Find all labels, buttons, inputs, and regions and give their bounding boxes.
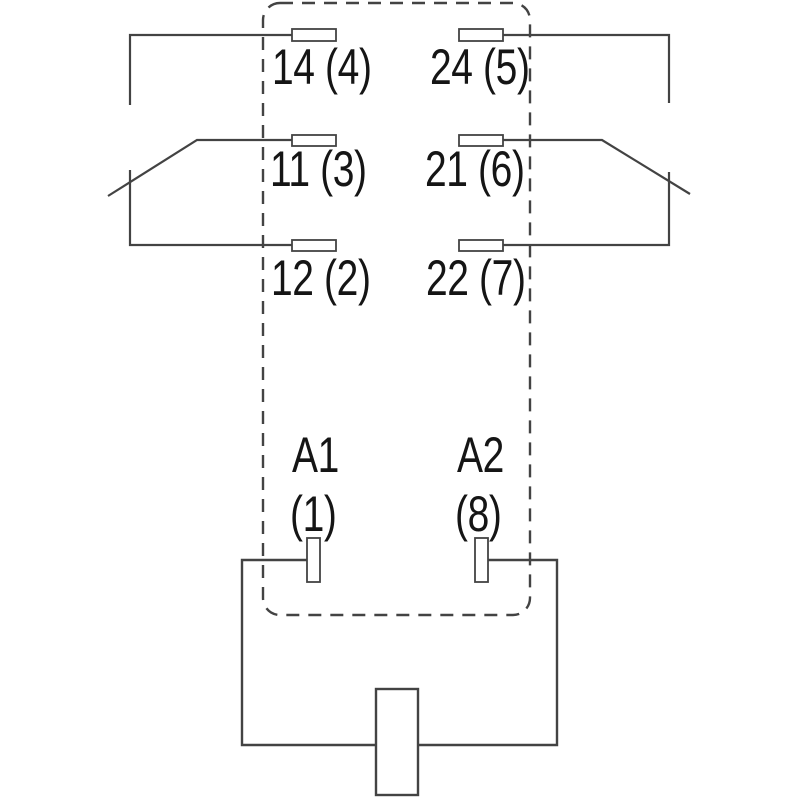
wire-no-right — [503, 33, 671, 103]
terminal-label-14: 14 (4) — [272, 39, 372, 95]
terminal-label-22: 22 (7) — [426, 250, 526, 306]
terminal-label-24: 24 (5) — [430, 39, 530, 95]
coil-label-a2: A2 — [457, 427, 504, 483]
wire-com-right-arm — [503, 138, 691, 195]
terminal-label-12: 12 (2) — [271, 250, 371, 306]
wire-no-left — [128, 33, 292, 105]
terminal-label-21: 21 (6) — [425, 141, 525, 197]
wire-com-left-arm — [107, 138, 292, 197]
coil-terminal-pad-a2 — [474, 537, 489, 583]
coil-label-a1: A1 — [292, 427, 339, 483]
coil-pin-label-a2: (8) — [455, 486, 502, 542]
wire-nc-left — [128, 170, 292, 247]
wire-nc-right — [503, 172, 671, 247]
relay-body-dashed-outline — [261, 1, 532, 617]
terminal-pad-11 — [291, 134, 337, 147]
terminal-pad-12 — [291, 239, 337, 252]
terminal-pad-21 — [458, 134, 504, 147]
coil-pin-label-a1: (1) — [290, 486, 337, 542]
terminal-label-11: 11 (3) — [270, 141, 367, 197]
coil-terminal-pad-a1 — [306, 537, 321, 583]
mounting-tab — [374, 687, 420, 797]
terminal-pad-24 — [458, 28, 504, 42]
terminal-pad-22 — [458, 239, 504, 252]
terminal-pad-14 — [291, 28, 337, 42]
